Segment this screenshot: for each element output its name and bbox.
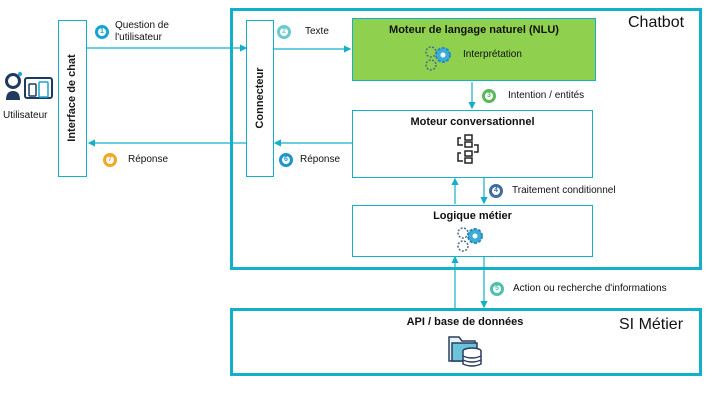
- step-5-badge: 5: [490, 282, 504, 296]
- business-logic-title: Logique métier: [433, 210, 512, 222]
- step-3-badge: 3: [482, 89, 496, 103]
- step-1-label: Question de l'utilisateur: [115, 20, 169, 43]
- nlu-subtitle: Interprétation: [463, 49, 522, 60]
- chatbot-group-label: Chatbot: [628, 14, 685, 31]
- conversational-engine-box: Moteur conversationnel: [352, 110, 593, 178]
- flow-icon: [457, 134, 479, 164]
- step-7-badge: 7: [103, 153, 117, 167]
- nlu-title: Moteur de langage naturel (NLU): [389, 24, 559, 36]
- business-logic-box: Logique métier: [352, 205, 593, 257]
- gears-icon: [457, 227, 483, 252]
- folder-database-icon: [448, 336, 482, 367]
- step-1-badge: 1: [95, 25, 109, 39]
- chatbot-group: [230, 8, 702, 270]
- step-6-badge: 6: [279, 153, 293, 167]
- chat-interface-box: [58, 20, 87, 177]
- step-7-label: Réponse: [128, 154, 169, 165]
- step-4-badge: 4: [489, 184, 503, 198]
- connector-label: Connecteur: [254, 67, 266, 129]
- actor-label: Utilisateur: [3, 110, 48, 121]
- gears-icon: [425, 46, 451, 71]
- api-title: API / base de données: [406, 316, 524, 328]
- step-3-label: Intention / entités: [508, 90, 585, 101]
- step-4-label: Traitement conditionnel: [512, 185, 616, 196]
- connector-box: [246, 20, 274, 177]
- user-actor: Utilisateur: [3, 70, 58, 122]
- conversational-engine-title: Moteur conversationnel: [410, 116, 535, 128]
- si-metier-label: SI Métier: [619, 316, 684, 333]
- step-2-badge: 2: [277, 25, 291, 39]
- chat-interface-label: Interface de chat: [66, 54, 78, 142]
- step-6-label: Réponse: [300, 154, 341, 165]
- step-2-label: Texte: [305, 26, 329, 37]
- nlu-box: Moteur de langage naturel (NLU) Interpré…: [352, 18, 596, 81]
- step-5-label: Action ou recherche d'informations: [513, 283, 667, 294]
- user-devices-icon: [5, 72, 53, 100]
